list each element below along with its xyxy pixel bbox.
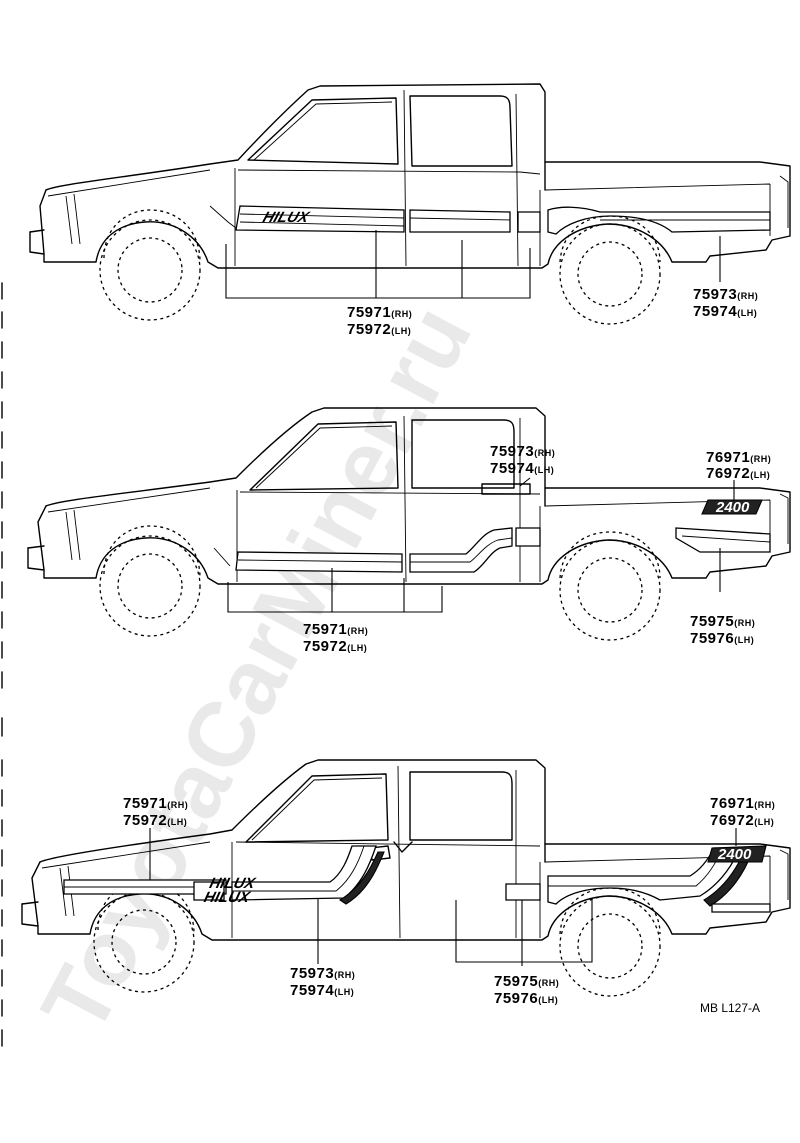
figure-code: MB L127-A: [700, 1001, 760, 1015]
svg-text:75976(LH): 75976(LH): [494, 990, 558, 1007]
svg-text:75972(LH): 75972(LH): [347, 321, 411, 338]
svg-text:75972(LH): 75972(LH): [123, 812, 187, 829]
svg-text:75973(RH): 75973(RH): [693, 286, 758, 303]
callout-75973-view1: 75973(RH) 75974(LH): [693, 286, 758, 320]
callout-75971-view1: 75971(RH) 75972(LH): [347, 304, 412, 338]
svg-text:75976(LH): 75976(LH): [690, 630, 754, 647]
svg-text:75974(LH): 75974(LH): [490, 460, 554, 477]
svg-text:75971(RH): 75971(RH): [123, 795, 188, 812]
svg-text:76972(LH): 76972(LH): [706, 465, 770, 482]
svg-text:75971(RH): 75971(RH): [347, 304, 412, 321]
badge-hilux-view3-a: HILUX: [208, 875, 258, 892]
callout-75973-view3: 75973(RH) 75974(LH): [290, 965, 355, 999]
badge-hilux-view1: HILUX: [261, 209, 313, 226]
truck-view-1: HILUX: [29, 83, 791, 325]
svg-text:75973(RH): 75973(RH): [290, 965, 355, 982]
watermark: ToyotaCarMiner.ru: [23, 290, 491, 1050]
callout-75975-view2: 75975(RH) 75976(LH): [690, 613, 755, 647]
truck-view-3: HILUX HILUX 2400: [21, 759, 791, 997]
callout-75971-view3: 75971(RH) 75972(LH): [123, 795, 188, 829]
callout-76971-view3: 76971(RH) 76972(LH): [710, 795, 775, 829]
callout-75975-view3: 75975(RH) 75976(LH): [494, 973, 559, 1007]
callout-75973-view2: 75973(RH) 75974(LH): [490, 443, 555, 477]
svg-text:75973(RH): 75973(RH): [490, 443, 555, 460]
callout-75971-view2: 75971(RH) 75972(LH): [303, 621, 368, 655]
badge-2400-view2: 2400: [715, 499, 750, 516]
truck-view-2: 2400: [27, 407, 791, 641]
badge-2400-view3: 2400: [717, 846, 752, 863]
svg-text:75974(LH): 75974(LH): [693, 303, 757, 320]
callout-76971-view2: 76971(RH) 76972(LH): [706, 449, 771, 482]
svg-text:76971(RH): 76971(RH): [706, 449, 771, 466]
svg-text:75974(LH): 75974(LH): [290, 982, 354, 999]
svg-text:76972(LH): 76972(LH): [710, 812, 774, 829]
svg-text:75971(RH): 75971(RH): [303, 621, 368, 638]
badge-hilux-view3-b: HILUX: [202, 889, 252, 906]
svg-text:76971(RH): 76971(RH): [710, 795, 775, 812]
svg-text:75975(RH): 75975(RH): [494, 973, 559, 990]
svg-text:75975(RH): 75975(RH): [690, 613, 755, 630]
svg-text:75972(LH): 75972(LH): [303, 638, 367, 655]
